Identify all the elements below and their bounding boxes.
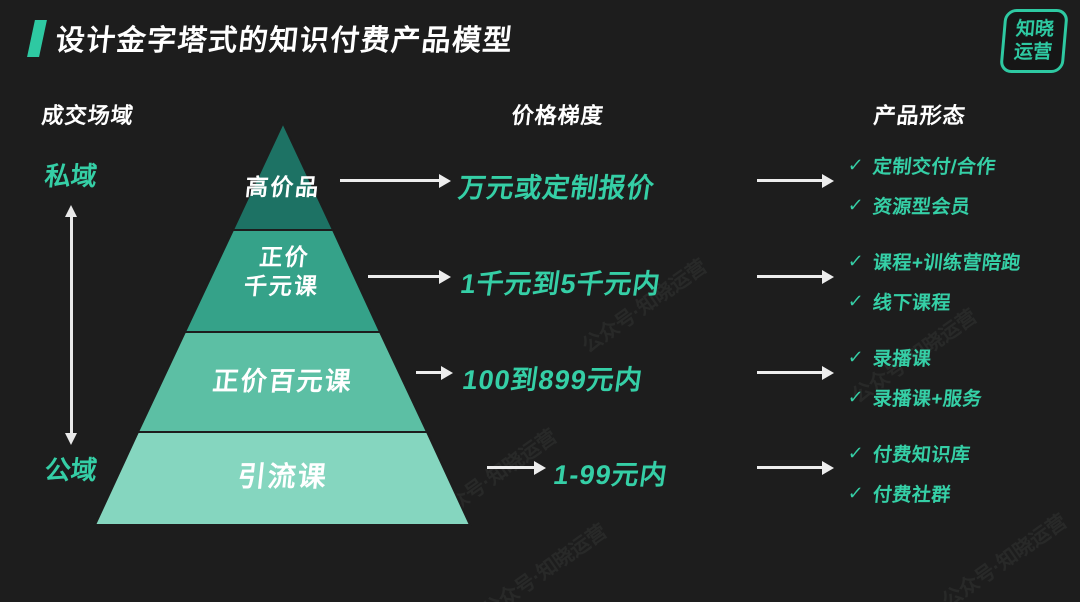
pyramid-tier-3-label: 正价百元课 xyxy=(211,366,355,396)
product-item: ✓ 付费知识库 xyxy=(847,440,972,467)
arrow-price4-to-products xyxy=(757,460,834,475)
product-label: 付费知识库 xyxy=(871,445,972,466)
pyramid-tier-1-label: 高价品 xyxy=(243,174,322,200)
product-group-tier-1: ✓ 定制交付/合作 ✓ 资源型会员 xyxy=(847,152,998,219)
product-item: ✓ 课程+训练营陪跑 xyxy=(847,248,1023,275)
arrow-tier3-to-price xyxy=(416,365,453,380)
price-tier-4: 1-99元内 xyxy=(551,460,670,490)
product-label: 课程+训练营陪跑 xyxy=(871,253,1023,274)
arrow-price2-to-products xyxy=(757,269,834,284)
product-item: ✓ 付费社群 xyxy=(847,480,972,507)
check-icon: ✓ xyxy=(847,195,865,215)
check-icon: ✓ xyxy=(847,347,865,367)
check-icon: ✓ xyxy=(847,443,865,463)
pyramid-tier-2-label-line2: 千元课 xyxy=(242,273,321,299)
price-tier-3: 100到899元内 xyxy=(460,365,645,395)
check-icon: ✓ xyxy=(847,387,865,407)
price-tier-1: 万元或定制报价 xyxy=(456,173,657,203)
check-icon: ✓ xyxy=(847,291,865,311)
pyramid-tier-4-shape xyxy=(93,431,472,526)
private-public-double-arrow xyxy=(65,205,77,445)
arrow-price3-to-products xyxy=(757,365,834,380)
product-item: ✓ 录播课+服务 xyxy=(847,384,984,411)
product-item: ✓ 线下课程 xyxy=(847,288,1023,315)
product-label: 线下课程 xyxy=(871,293,953,314)
check-icon: ✓ xyxy=(847,155,865,175)
check-icon: ✓ xyxy=(847,483,865,503)
product-label: 录播课+服务 xyxy=(871,389,984,410)
price-tier-2: 1千元到5千元内 xyxy=(458,269,663,299)
arrow-tier4-to-price xyxy=(487,460,546,475)
pyramid-tier-4-label: 引流课 xyxy=(236,461,330,492)
product-group-tier-2: ✓ 课程+训练营陪跑 ✓ 线下课程 xyxy=(847,248,1023,315)
arrow-price1-to-products xyxy=(757,173,834,188)
product-label: 定制交付/合作 xyxy=(871,157,997,178)
product-item: ✓ 定制交付/合作 xyxy=(847,152,998,179)
pyramid-tier-2-label-line1: 正价 xyxy=(258,244,311,270)
arrow-tier2-to-price xyxy=(368,269,451,284)
product-label: 付费社群 xyxy=(871,485,953,506)
product-item: ✓ 录播课 xyxy=(847,344,984,371)
product-group-tier-3: ✓ 录播课 ✓ 录播课+服务 xyxy=(847,344,984,411)
pyramid-tier-2-label: 正价 千元课 xyxy=(210,243,356,301)
product-label: 录播课 xyxy=(871,349,933,370)
product-label: 资源型会员 xyxy=(871,197,972,218)
check-icon: ✓ xyxy=(847,251,865,271)
arrow-tier1-to-price xyxy=(340,173,451,188)
product-group-tier-4: ✓ 付费知识库 ✓ 付费社群 xyxy=(847,440,972,507)
product-item: ✓ 资源型会员 xyxy=(847,192,998,219)
